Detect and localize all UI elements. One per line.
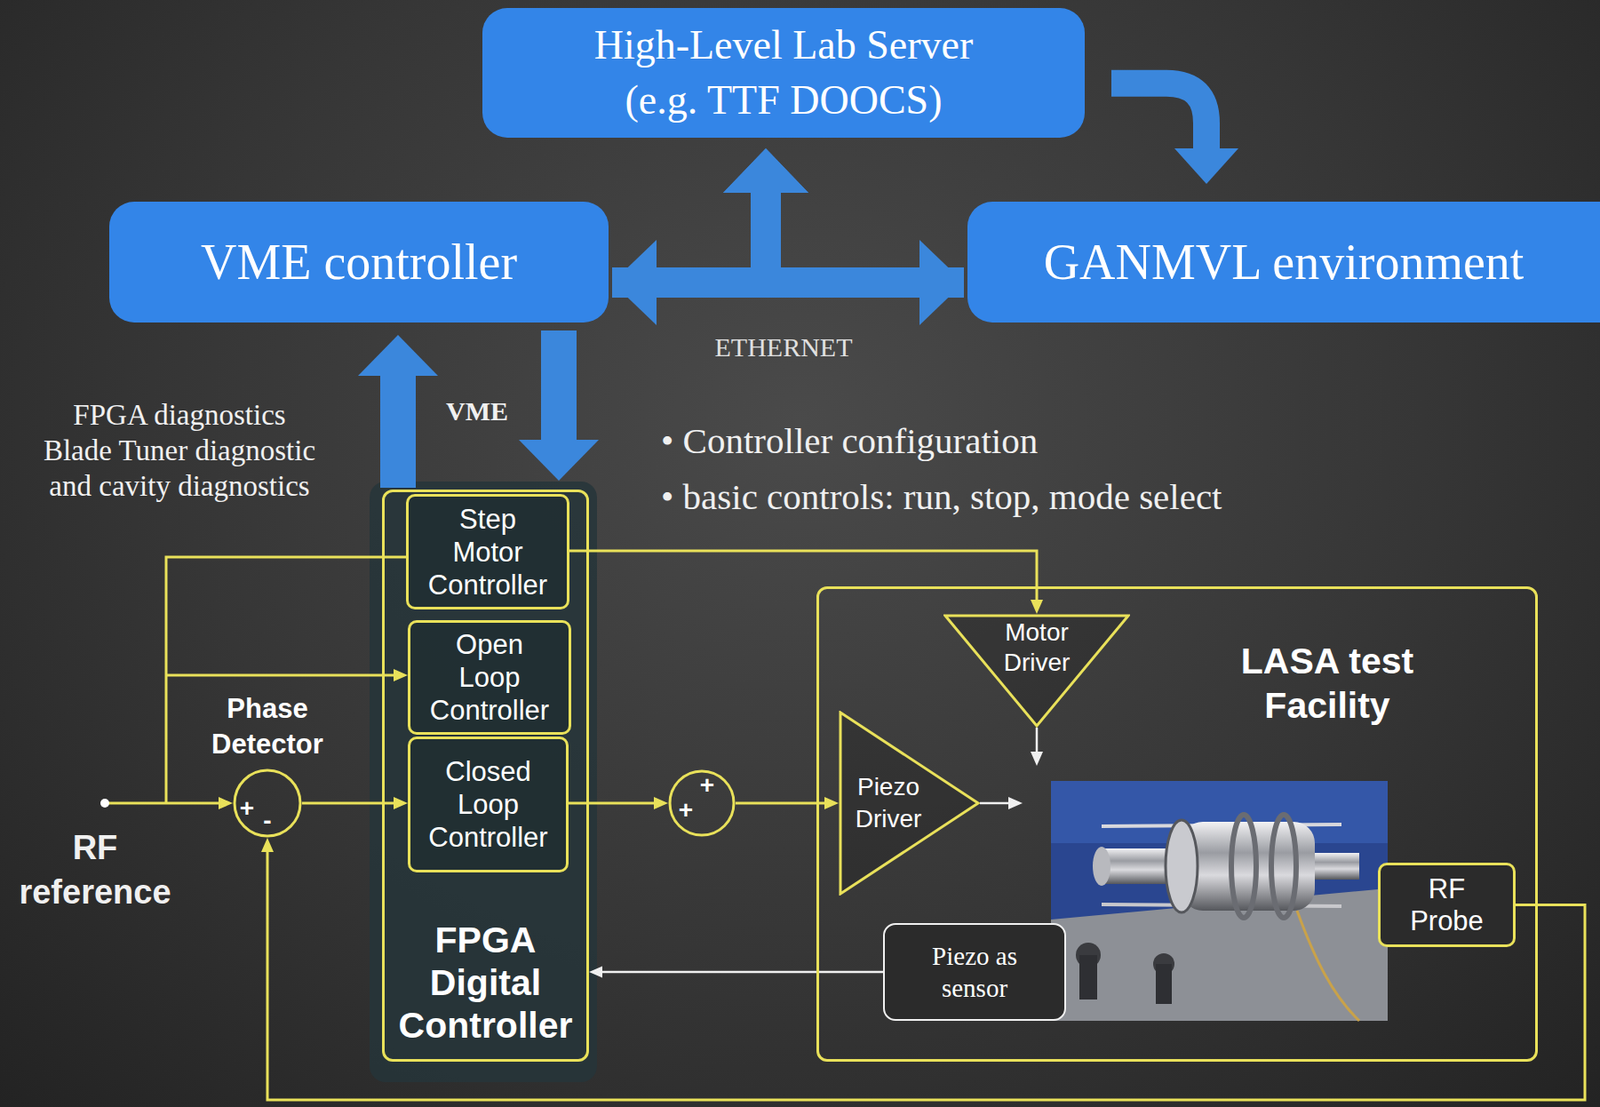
illustration-part: [1050, 780, 1388, 1021]
arrow-head: [1030, 599, 1043, 614]
node-text: +: [675, 797, 697, 823]
annotation: RF reference: [6, 825, 184, 915]
connector-line: [765, 186, 964, 284]
illustration-part: [1155, 963, 1172, 1004]
illustration-part: [1092, 846, 1111, 886]
environment-box: GANMVL environment: [967, 201, 1600, 323]
arrow-head: [518, 439, 599, 481]
arrow-head: [589, 966, 603, 979]
node-text: Step Motor Controller: [424, 502, 551, 602]
probe-box: RF Probe: [1377, 862, 1516, 948]
connector-line: [568, 802, 656, 805]
connector: [518, 330, 599, 481]
arrow-head: [653, 796, 669, 810]
arrow-head: [393, 668, 408, 682]
controller-block: Open Loop Controller: [407, 620, 572, 735]
arrow-head: [824, 796, 839, 810]
connector: [568, 796, 669, 810]
cavity-photo: [1050, 780, 1388, 1021]
node-text: Closed Loop Controller: [426, 755, 550, 854]
arrow-head: [218, 796, 233, 810]
connector-line: [267, 850, 1585, 1100]
connector: [1111, 83, 1239, 184]
illustration-part: [166, 674, 396, 677]
connector: [723, 148, 964, 283]
controller-box: VME controller: [109, 201, 609, 323]
annotation: FPGA diagnostics Blade Tuner diagnostic …: [39, 397, 320, 504]
connector-line: [600, 971, 884, 974]
illustration-part: [1314, 852, 1360, 880]
illustration-part: [1231, 814, 1257, 918]
connector: [358, 334, 438, 488]
connector: [735, 796, 839, 810]
illustration-part: [104, 802, 221, 805]
illustration-part: [166, 557, 406, 804]
summing-junction: ++: [666, 767, 738, 839]
node-text: RF Probe: [1402, 873, 1492, 938]
shape-outline: [234, 770, 301, 836]
annotation: ETHERNET: [694, 331, 873, 364]
connector: [589, 966, 884, 979]
connector-line: [1111, 83, 1207, 154]
connector-line: [569, 550, 1037, 602]
node-text: GANMVL environment: [1043, 233, 1525, 291]
controller-block: Step Motor Controller: [405, 493, 570, 610]
node-text: Motor Driver: [983, 617, 1091, 678]
connector-line: [541, 330, 577, 446]
node-text: -: [256, 810, 279, 832]
arrow-head: [261, 837, 274, 852]
rf-reference-wires: [104, 557, 406, 804]
node-text: High-Level Lab Server (e.g. TTF DOOCS): [561, 17, 1006, 128]
arrow-head: [723, 148, 809, 193]
terminal-dot: [100, 798, 110, 808]
node-text: +: [236, 796, 258, 821]
annotation: • basic controls: run, stop, mode select: [660, 474, 1223, 519]
node-text: LASA test Facility: [1220, 638, 1434, 728]
shape-outline: [669, 771, 734, 836]
connector-line: [612, 186, 766, 284]
illustration-part: [1165, 819, 1198, 913]
fpga-panel: [369, 481, 598, 1083]
node-text: Piezo Driver: [843, 771, 933, 836]
phase-detector: Phase Detector +-: [191, 691, 343, 843]
drive-wire: [1035, 727, 1039, 754]
drive-wire: [979, 802, 1011, 805]
sensor-box: Piezo as sensor: [883, 923, 1067, 1021]
node-text: Piezo as sensor: [916, 939, 1033, 1004]
shape-svg: [838, 710, 980, 896]
shape-outline: [945, 615, 1129, 726]
node-text: +: [696, 772, 718, 798]
connector: [302, 796, 408, 810]
connector-line: [735, 802, 827, 805]
connector: [569, 550, 1043, 614]
arrow-head: [393, 796, 408, 810]
triangle-outline: [838, 710, 980, 896]
shape-outline: [840, 712, 979, 894]
connector-line: [380, 369, 416, 488]
illustration-part: [1079, 955, 1098, 1000]
node-text: Phase Detector: [191, 691, 343, 763]
driver-triangle: Motor Driver: [943, 613, 1131, 728]
controller-block: Closed Loop Controller: [407, 736, 569, 873]
arrow-head: [723, 148, 809, 193]
node-text: Open Loop Controller: [426, 628, 553, 727]
facility-frame: LASA test Facility Motor DriverPiezo Driv…: [816, 586, 1538, 1062]
node-text: FPGA Digital Controller: [384, 918, 587, 1047]
illustration-part: [1271, 814, 1297, 918]
illustration-part: [1297, 910, 1360, 1021]
arrow-head: [1174, 148, 1239, 184]
server-box: High-Level Lab Server (e.g. TTF DOOCS): [482, 7, 1085, 138]
annotation: VME: [441, 393, 513, 430]
arrow-head: [1008, 796, 1023, 810]
driver-triangle: Piezo Driver: [838, 710, 980, 896]
arrow-head: [358, 334, 438, 376]
arrow-head: [1030, 751, 1043, 766]
annotation: • Controller configuration: [660, 418, 1038, 463]
fpga-frame: FPGA Digital Controller Step Motor Contro…: [382, 489, 590, 1062]
node-text: VME controller: [200, 233, 518, 291]
